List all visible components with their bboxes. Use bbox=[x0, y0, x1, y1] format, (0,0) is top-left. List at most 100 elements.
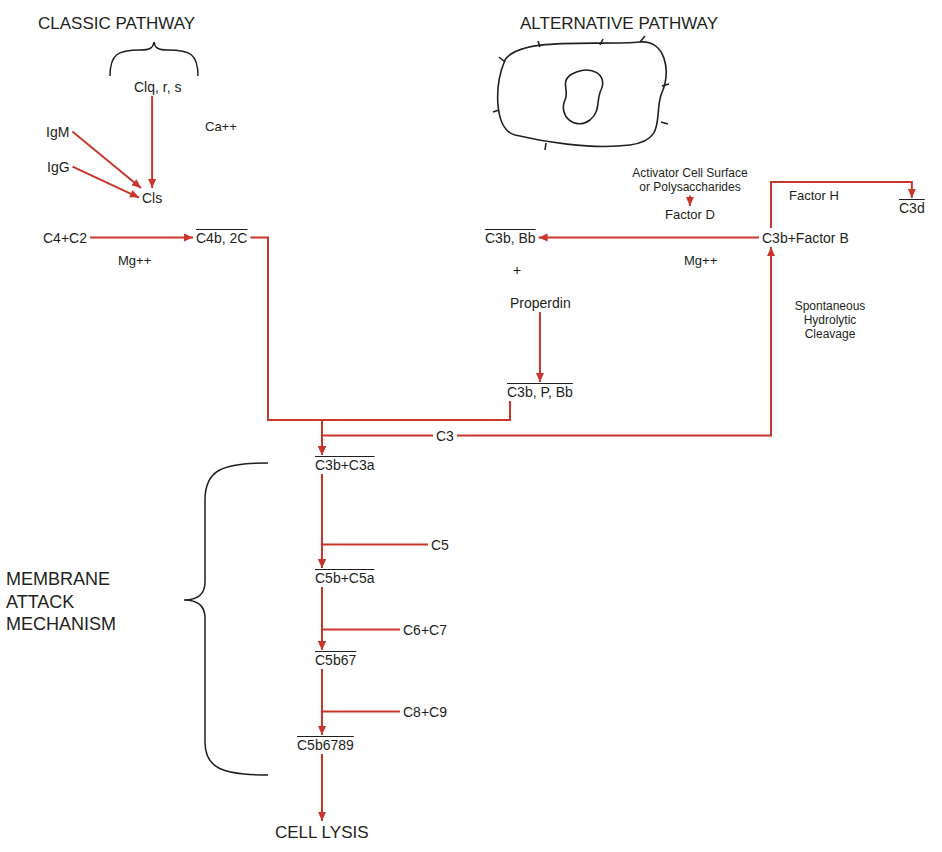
complex: C5b67 bbox=[312, 650, 359, 669]
arrowhead bbox=[184, 234, 193, 242]
arrowhead bbox=[318, 726, 326, 735]
node-text: C5b67 bbox=[315, 652, 356, 668]
node-text: C5b6789 bbox=[297, 737, 354, 753]
outcome: CELL LYSIS bbox=[272, 821, 372, 844]
complement-component: C3d bbox=[896, 198, 928, 217]
arrowhead bbox=[129, 190, 139, 197]
ion-label: Ca++ bbox=[205, 120, 237, 135]
connector-line bbox=[73, 167, 139, 198]
node-text: Cls bbox=[142, 190, 162, 206]
connector bbox=[73, 167, 139, 198]
edge-label: Spontaneous Hydrolytic Cleavage bbox=[785, 300, 875, 341]
arrowhead bbox=[318, 446, 326, 455]
node-text: IgM bbox=[46, 124, 69, 140]
node-text: C3b, P, Bb bbox=[507, 384, 573, 400]
arrowhead bbox=[767, 247, 775, 256]
edge-label: Factor H bbox=[787, 189, 841, 204]
ion-label: Mg++ bbox=[118, 254, 151, 269]
pathway-heading: CLASSIC PATHWAY bbox=[38, 14, 195, 34]
node-text: C6+C7 bbox=[403, 622, 447, 638]
connector-line bbox=[539, 312, 541, 382]
connector-line bbox=[539, 237, 759, 239]
connector bbox=[72, 132, 141, 188]
complement-component: C8+C9 bbox=[400, 702, 450, 721]
pathway-heading: ALTERNATIVE PATHWAY bbox=[520, 14, 718, 34]
arrowhead bbox=[148, 179, 156, 188]
arrowhead bbox=[318, 641, 326, 650]
arrowhead bbox=[318, 446, 326, 455]
antibody: IgG bbox=[44, 157, 73, 176]
node-text: C4b, 2C bbox=[196, 230, 247, 246]
arrowhead bbox=[318, 641, 326, 650]
ion-label: Mg++ bbox=[684, 254, 717, 269]
complement-component: C5 bbox=[428, 535, 452, 554]
connector bbox=[318, 401, 510, 455]
plus-sign: + bbox=[513, 262, 521, 278]
complement-component: C3b+Factor B bbox=[759, 228, 852, 247]
connector-line bbox=[457, 247, 771, 435]
complement-component: C3 bbox=[433, 426, 457, 445]
connector bbox=[539, 234, 759, 242]
connector bbox=[457, 247, 775, 435]
node-text: C5b+C5a bbox=[315, 570, 375, 586]
convertase: C3b, P, Bb bbox=[504, 382, 576, 401]
complement-component: Clq, r, s bbox=[131, 77, 184, 96]
node-text: IgG bbox=[47, 159, 70, 175]
node-text: Factor D bbox=[665, 208, 715, 223]
convertase: C4b, 2C bbox=[193, 228, 250, 247]
connector-line bbox=[90, 237, 193, 239]
membrane-attack-complex: C5b6789 bbox=[294, 735, 357, 754]
node-text: C5 bbox=[431, 537, 449, 553]
connector bbox=[318, 545, 428, 568]
connector-line bbox=[322, 712, 400, 735]
connector-line bbox=[322, 630, 400, 650]
connector-line bbox=[771, 182, 912, 228]
connector-line bbox=[322, 545, 428, 568]
node-text: C3 bbox=[436, 428, 454, 444]
node-text: Properdin bbox=[510, 295, 571, 311]
node-text: C3d bbox=[899, 200, 925, 216]
activator-caption: Activator Cell Surface or Polysaccharide… bbox=[625, 165, 755, 196]
connector bbox=[148, 96, 156, 188]
cell-nucleus bbox=[563, 70, 602, 124]
arrowhead bbox=[908, 189, 916, 198]
node-text: CELL LYSIS bbox=[275, 823, 369, 843]
arrowhead bbox=[132, 179, 141, 188]
complement-component: C4+C2 bbox=[40, 228, 90, 247]
complement-component: C3b+C3a bbox=[312, 455, 378, 474]
connector bbox=[318, 754, 326, 821]
arrowhead bbox=[318, 559, 326, 568]
antibody: IgM bbox=[43, 122, 72, 141]
factor: Factor D bbox=[662, 206, 718, 224]
arrowhead bbox=[318, 559, 326, 568]
node-text: C3b+C3a bbox=[315, 457, 375, 473]
connector bbox=[318, 712, 400, 735]
node-text: C4+C2 bbox=[43, 230, 87, 246]
connector bbox=[771, 182, 916, 228]
connector bbox=[686, 196, 694, 206]
arrowhead bbox=[536, 373, 544, 382]
cell-surface-marks bbox=[493, 36, 669, 150]
node-text: Clq, r, s bbox=[134, 79, 181, 95]
connector-line bbox=[322, 436, 433, 455]
convertase: C3b, Bb bbox=[482, 228, 539, 247]
factor: Properdin bbox=[507, 293, 574, 312]
connector bbox=[90, 234, 193, 242]
arrowhead bbox=[318, 446, 326, 455]
arrowhead bbox=[539, 234, 548, 242]
complement-component: C5b+C5a bbox=[312, 568, 378, 587]
node-text: Activator Cell Surface or Polysaccharide… bbox=[628, 167, 752, 195]
connector bbox=[536, 312, 544, 382]
connector-line bbox=[321, 754, 323, 821]
section-heading: MEMBRANE ATTACK MECHANISM bbox=[6, 568, 166, 636]
arrowhead bbox=[686, 197, 694, 206]
connector-line bbox=[151, 96, 153, 188]
connector bbox=[318, 630, 400, 650]
connector bbox=[318, 436, 433, 455]
node-text: C8+C9 bbox=[403, 704, 447, 720]
complement-component: Cls bbox=[139, 188, 165, 207]
connector-line bbox=[322, 401, 510, 455]
connector-line bbox=[250, 238, 322, 455]
